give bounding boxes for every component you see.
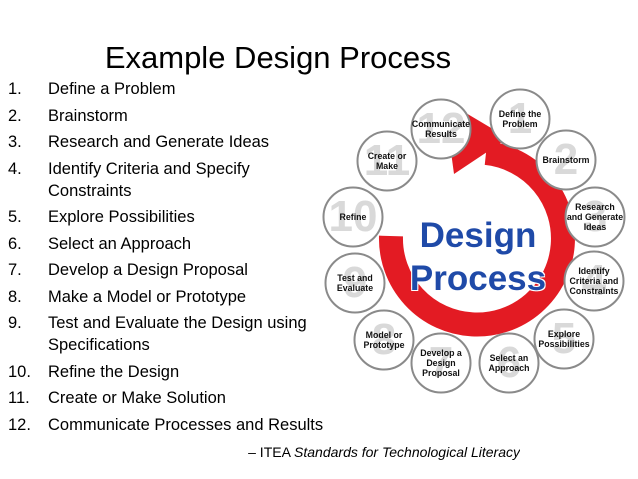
step-node-number: 1 [507, 94, 533, 143]
step-number: 9. [8, 314, 22, 333]
step-item: 6. Select an Approach [8, 233, 368, 255]
step-text: Create or Make Solution [48, 389, 226, 408]
step-node-number: 2 [553, 135, 579, 184]
step-node-4: 4 Identify Criteria and Constraints [563, 250, 625, 312]
step-node-number: 4 [581, 256, 607, 305]
step-item: 2. Brainstorm [8, 105, 368, 127]
step-number: 6. [8, 234, 22, 253]
step-number: 4. [8, 159, 22, 178]
step-item: 8. Make a Model or Prototype [8, 286, 368, 308]
step-node-number: 5 [551, 314, 577, 363]
step-node-7: 7 Develop a Design Proposal [410, 332, 472, 394]
step-text: Brainstorm [48, 106, 128, 125]
step-node-number: 8 [371, 315, 397, 364]
step-item: 1. Define a Problem [8, 78, 368, 100]
step-node-label: Model or Prototype [363, 330, 405, 350]
step-item: 7. Develop a Design Proposal [8, 259, 368, 281]
step-number: 7. [8, 261, 22, 280]
step-text: Explore Possibilities [48, 208, 195, 227]
step-node-number: 12 [416, 104, 466, 153]
step-node-12: 12 Communicate Results [410, 98, 472, 160]
step-item: 4. Identify Criteria and Specify Constrai… [8, 158, 368, 202]
step-number: 2. [8, 106, 22, 125]
step-text: Develop a Design Proposal [48, 261, 248, 280]
step-node-label: Brainstorm [542, 155, 590, 165]
step-text: Test and Evaluate the Design using Speci… [48, 314, 307, 355]
step-text: Make a Model or Prototype [48, 287, 247, 306]
step-text: Select an Approach [48, 234, 192, 253]
step-node-label: Test and Evaluate [336, 273, 374, 293]
step-node-label: Define the Problem [498, 109, 542, 129]
step-node-9: 9 Test and Evaluate [324, 252, 386, 314]
step-node-label: Refine [339, 212, 367, 222]
step-item: 10. Refine the Design [8, 361, 368, 383]
step-node-number: 10 [328, 192, 378, 241]
step-node-11: 11 Create or Make [356, 130, 418, 192]
step-text: Communicate Processes and Results [48, 415, 324, 434]
citation: – ITEA Standards for Technological Liter… [230, 442, 520, 479]
steps-list: 1. Define a Problem 2. Brainstorm 3. Resear… [8, 78, 368, 440]
step-text: Identify Criteria and Specify Constraint… [48, 159, 250, 200]
step-node-10: 10 Refine [322, 186, 384, 248]
step-node-label: Develop a Design Proposal [420, 348, 462, 378]
page-title: Example Design Process [104, 40, 452, 75]
step-text: Research and Generate Ideas [48, 133, 270, 151]
step-node-3: 3 Research and Generate Ideas [564, 186, 626, 248]
step-node-number: 7 [428, 338, 454, 387]
step-item: 5. Explore Possibilities [8, 206, 368, 228]
step-node-5: 5 Explore Possibilities [533, 308, 595, 370]
step-number: 8. [8, 287, 22, 306]
step-node-1: 1 Define the Problem [489, 88, 551, 150]
step-number: 5. [8, 208, 22, 227]
step-number: 12. [8, 415, 31, 434]
step-node-label: Explore Possibilities [538, 329, 590, 349]
step-node-2: 2 Brainstorm [535, 129, 597, 191]
step-node-label: Communicate Results [411, 119, 471, 139]
step-text: Refine the Design [48, 362, 180, 381]
diagram-title-line-2: Process [409, 259, 547, 298]
citation-source: Standards for Technological Literacy [294, 444, 520, 460]
step-node-label: Identify Criteria and Constraints [569, 266, 619, 296]
step-item: 11. Create or Make Solution [8, 387, 368, 409]
diagram-title-line-1: Design [419, 216, 537, 255]
step-node-label: Create or Make [367, 151, 407, 171]
step-node-number: 3 [582, 192, 608, 241]
step-number: 1. [8, 80, 22, 98]
step-item: 12. Communicate Processes and Results [8, 414, 368, 436]
step-node-8: 8 Model or Prototype [353, 309, 415, 371]
step-item: 9. Test and Evaluate the Design using Spe… [8, 312, 368, 356]
step-node-number: 6 [496, 338, 522, 387]
step-node-label: Research and Generate Ideas [566, 202, 624, 232]
step-number: 3. [8, 133, 22, 151]
step-node-number: 11 [363, 136, 411, 185]
step-node-6: 6 Select an Approach [478, 332, 540, 394]
citation-prefix: – ITEA [248, 444, 295, 460]
step-text: Define a Problem [48, 80, 176, 98]
design-process-diagram: 1 Define the Problem 2 Brainstorm 3 Rese… [318, 88, 634, 394]
step-node-number: 9 [342, 258, 368, 307]
step-number: 10. [8, 362, 31, 381]
step-node-label: Select an Approach [488, 353, 530, 373]
step-number: 11. [8, 389, 30, 408]
step-item: 3. Research and Generate Ideas [8, 131, 368, 153]
